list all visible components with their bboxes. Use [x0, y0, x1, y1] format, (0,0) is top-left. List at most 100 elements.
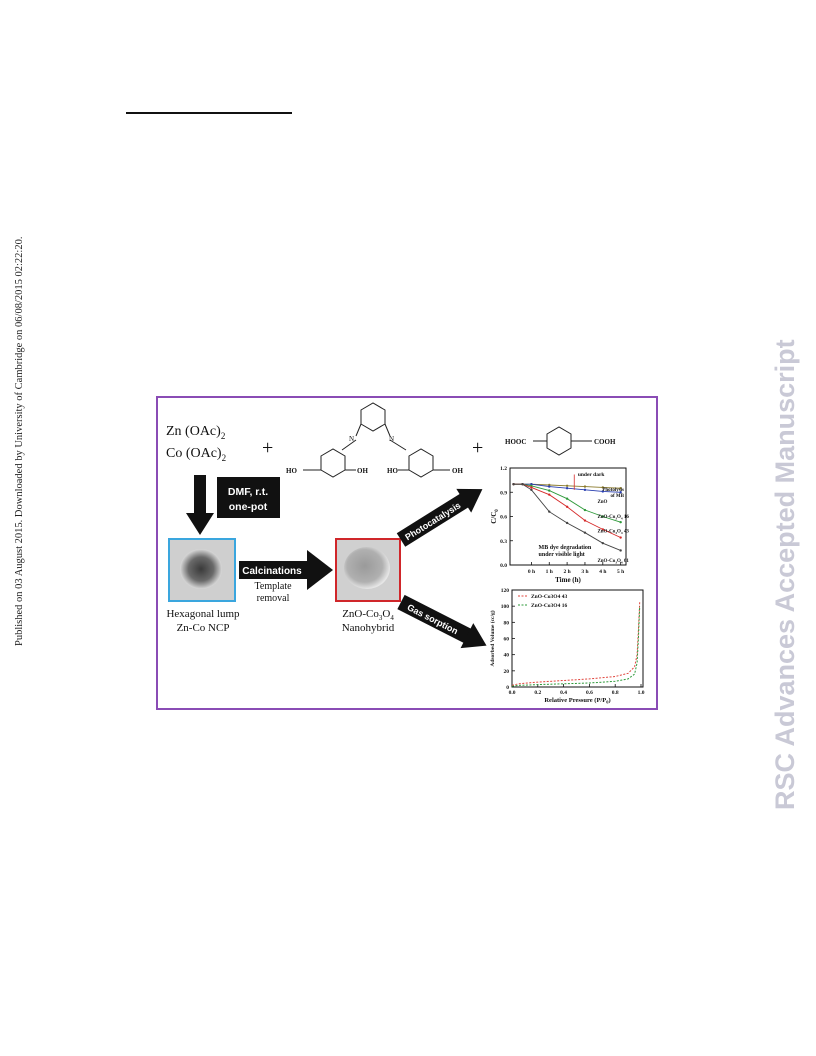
- reagent-zn-acetate: Zn (OAc)2: [166, 424, 225, 441]
- top-rule: [126, 112, 292, 114]
- chart2-xtick-label: 0.0: [509, 690, 516, 696]
- chart1-xtick-label: 1 h: [546, 569, 553, 575]
- photocatalysis-label: Photocatalysis: [403, 500, 462, 542]
- nanohybrid-label: Nanohybrid: [342, 622, 395, 634]
- acid-right-group: COOH: [594, 438, 616, 446]
- chart2-xtick-label: 0.4: [560, 690, 567, 696]
- chart1-point: [565, 497, 569, 500]
- chart1-point: [512, 482, 515, 486]
- chart1-point: [583, 508, 587, 512]
- down-arrow: [186, 475, 214, 535]
- chart1-point: [530, 488, 533, 492]
- chart1-annotation-mb: of MB: [611, 494, 625, 499]
- ligand-oh-left: OH: [357, 467, 368, 475]
- terephthalic-acid: [533, 426, 592, 456]
- chart2-series-line: [511, 602, 641, 686]
- chart2-ytick-label: 60: [504, 637, 510, 643]
- chart1-point: [565, 521, 569, 525]
- graphical-abstract: Zn (OAc)2 Co (OAc)2 + N N HO OH HO OH +: [156, 396, 658, 710]
- reagent-co-acetate: Co (OAc)2: [166, 446, 226, 463]
- chart1-ytick-label: 0.0: [500, 563, 507, 569]
- chart1-ytick-label: 1.2: [500, 466, 507, 472]
- chart2-ytick-label: 40: [504, 653, 510, 659]
- publication-note: Published on 03 August 2015. Downloaded …: [14, 226, 28, 646]
- chart1-point: [583, 531, 587, 534]
- chart1-point: [548, 493, 551, 496]
- removal-label: removal: [257, 593, 290, 604]
- accepted-manuscript-watermark: RSC Advances Accepted Manuscript: [770, 245, 804, 810]
- chart2-xtick-label: 0.2: [534, 690, 541, 696]
- ncp-label-line2: Zn-Co NCP: [177, 622, 230, 634]
- chart1-xtick-label: 5 h: [617, 569, 624, 575]
- chart1-point: [548, 489, 551, 492]
- imine-n-right: N: [389, 435, 394, 443]
- chart1-series-label: ZnO-Co3O4 16: [597, 515, 629, 521]
- chart1-point: [565, 505, 569, 508]
- chart1-series-label: ZnO-Co3O4 43: [597, 530, 629, 536]
- ncp-label-line1: Hexagonal lump: [166, 608, 240, 620]
- chart2-legend-label: ZnO-Co3O4 16: [531, 603, 567, 609]
- ligand-ho-left: HO: [286, 467, 297, 475]
- watermark-text: RSC Advances Accepted Manuscript: [770, 339, 800, 810]
- acid-left-group: HOOC: [505, 438, 526, 446]
- chart1-ytick-label: 0.9: [500, 490, 507, 496]
- chart1-point: [530, 486, 533, 489]
- chart1-point: [619, 536, 622, 539]
- template-label: Template: [254, 581, 292, 592]
- graphical-abstract-canvas: Zn (OAc)2 Co (OAc)2 + N N HO OH HO OH +: [166, 402, 645, 705]
- chart1-point: [565, 484, 569, 487]
- chart1-xtick-label: 2 h: [564, 569, 571, 575]
- nanohybrid-formula: ZnO-Co3O4: [342, 608, 394, 622]
- chart1-xtick-label: 3 h: [581, 569, 588, 575]
- chart1-ytick-label: 0.6: [500, 515, 507, 521]
- ligand-oh-right: OH: [452, 467, 463, 475]
- calcinations-arrow: [239, 550, 333, 590]
- chart2-xtick-label: 0.8: [612, 690, 619, 696]
- chart2-ytick-label: 80: [504, 620, 510, 626]
- chart2-series-line: [511, 606, 641, 687]
- chart1-annotation-photolysis: Photolysis: [602, 488, 624, 493]
- imine-n-left: N: [349, 435, 354, 443]
- chart1-point: [601, 541, 604, 545]
- dmf-one-pot: one-pot: [229, 501, 268, 513]
- chart1-series-label: ZnO: [597, 500, 607, 505]
- chart1-xtick-label: 0 h: [528, 569, 535, 575]
- chart1-point: [583, 485, 587, 488]
- ncp-particle: [180, 549, 222, 589]
- chart1-ylabel: C/C0: [490, 509, 500, 524]
- chart1-series-line: [513, 483, 621, 551]
- chart1-point: [619, 491, 622, 494]
- chart1-point: [619, 487, 622, 490]
- chart1-point: [601, 490, 604, 493]
- chart1-point: [521, 482, 524, 486]
- chart2-xtick-label: 1.0: [638, 690, 645, 696]
- publication-note-text: Published on 03 August 2015. Downloaded …: [14, 236, 25, 646]
- chart1-point: [601, 515, 604, 518]
- chart1-ytick-label: 0.3: [500, 539, 507, 545]
- ligand-ho-right: HO: [387, 467, 398, 475]
- degradation-chart: 0.0 0.3 0.6 0.9 1.2 0 h 1 h 2 h 3 h 4 h 5 h Time (h…: [490, 466, 629, 584]
- dmf-conditions: DMF, r.t.: [228, 486, 268, 498]
- chart1-series-label: ZnO-Co3O4 61: [597, 559, 629, 565]
- chart2-ytick-label: 20: [504, 669, 510, 675]
- chart1-xtick-label: 4 h: [599, 569, 606, 575]
- dmf-box: [217, 477, 280, 518]
- chart2-ytick-label: 0: [506, 685, 509, 691]
- chart1-point: [583, 519, 587, 522]
- chart1-xlabel: Time (h): [555, 576, 581, 584]
- calcinations-label: Calcinations: [242, 566, 302, 577]
- chart2-ylabel: Adsorbed Volume (cc/g): [489, 610, 496, 666]
- photocatalysis-arrow: Photocatalysis: [396, 488, 483, 547]
- chart1-annotation-dark: under dark: [578, 472, 606, 478]
- chart1-annotation-visible: under visible light: [539, 552, 585, 558]
- chart1-point: [601, 486, 604, 489]
- plus-sign-2: +: [472, 437, 483, 459]
- chart1-point: [565, 487, 569, 490]
- chart1-point: [548, 510, 551, 513]
- plus-sign-1: +: [262, 437, 273, 459]
- chart1-point: [548, 485, 551, 488]
- chart1-annotation-mb-dye: MB dye degradation: [539, 545, 592, 551]
- chart1-point: [619, 549, 622, 552]
- nanohybrid-particle: [344, 547, 390, 589]
